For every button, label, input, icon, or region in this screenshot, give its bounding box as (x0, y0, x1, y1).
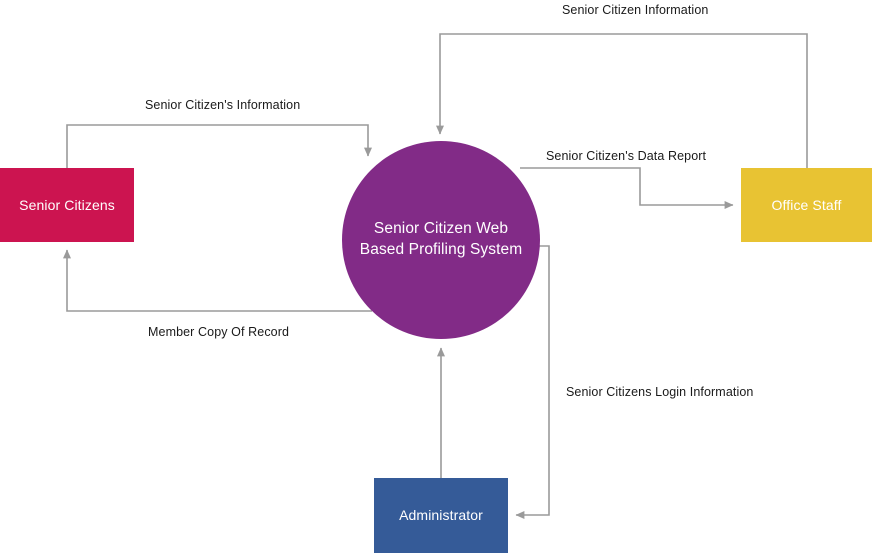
flow-label-senior-citizens-login-information: Senior Citizens Login Information (566, 385, 754, 399)
process-label-line1: Senior Citizen Web (373, 220, 509, 238)
connector-senior-citizens-data-report (520, 167, 734, 209)
entity-senior-citizens[interactable]: Senior Citizens (0, 168, 134, 242)
flow-label-senior-citizen-information: Senior Citizen Information (562, 3, 709, 17)
process-label-line2: Based Profiling System (359, 241, 523, 258)
connector-senior-citizen-information (436, 33, 808, 168)
flow-label-member-copy-of-record: Member Copy Of Record (148, 325, 290, 339)
entity-senior-citizens-label: Senior Citizens (19, 196, 115, 213)
entity-administrator[interactable]: Administrator (374, 478, 508, 553)
entity-office-staff[interactable]: Office Staff (741, 168, 872, 242)
process-senior-citizen-web-based-profiling-system[interactable]: Senior Citizen Web Based Profiling Syste… (342, 141, 540, 339)
flow-label-senior-citizens-information: Senior Citizen's Information (145, 98, 301, 112)
entity-administrator-label: Administrator (399, 507, 483, 524)
entity-office-staff-label: Office Staff (771, 196, 842, 213)
flow-label-senior-citizens-data-report: Senior Citizen's Data Report (546, 149, 707, 163)
connector-senior-citizens-information (66, 124, 372, 168)
connector-member-copy-of-record (63, 249, 372, 312)
